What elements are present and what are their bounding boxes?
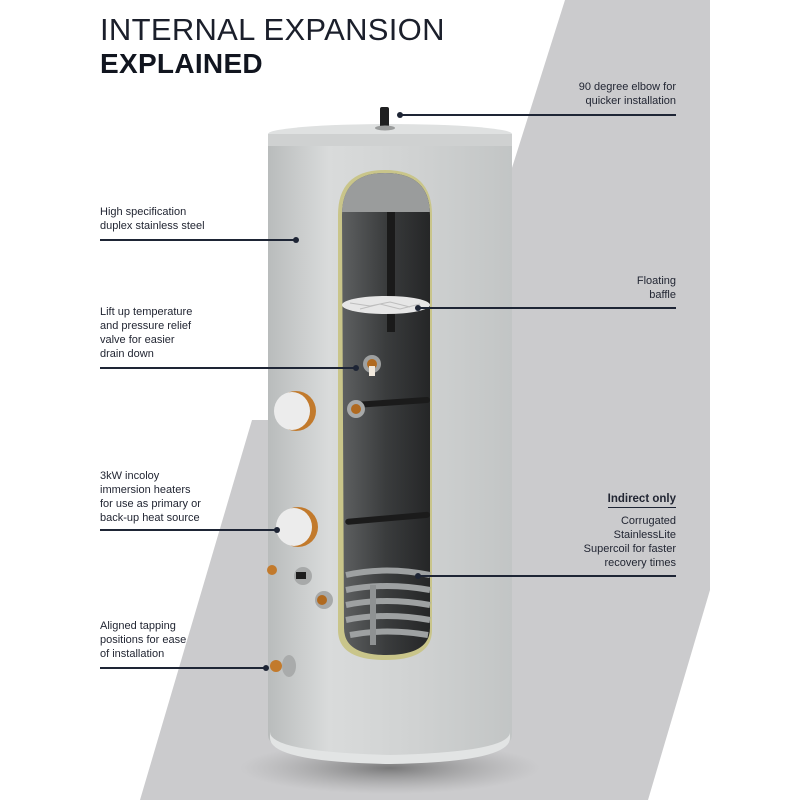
callout-text: 3kW incoloy xyxy=(100,470,160,482)
callout-text: of installation xyxy=(100,648,165,660)
leader-line-elbow xyxy=(400,114,676,116)
callout-text: 90 degree elbow for xyxy=(578,81,676,93)
callout-text: Supercoil for faster xyxy=(583,543,676,555)
leader-dot-supercoil xyxy=(415,573,421,579)
callout-text: positions for ease xyxy=(100,634,187,646)
callout-heading-indirect-only: Indirect only xyxy=(607,492,676,508)
callout-text: for use as primary or xyxy=(100,498,201,510)
callout-text: back-up heat source xyxy=(100,512,200,524)
leader-dot-baffle xyxy=(415,305,421,311)
callout-text: Floating xyxy=(636,275,676,287)
callout-text: High specification xyxy=(100,206,187,218)
callout-text: duplex stainless steel xyxy=(100,220,205,232)
leader-line-immersion xyxy=(100,529,277,531)
supercoil xyxy=(345,567,431,638)
leader-dot-steel xyxy=(293,237,299,243)
title-line-2: EXPLAINED xyxy=(100,48,263,79)
callout-supercoil: Indirect only Corrugated StainlessLite S… xyxy=(584,492,676,570)
callout-baffle: Floating baffle xyxy=(637,274,676,302)
callout-text: Corrugated xyxy=(620,515,676,527)
callout-text: and pressure relief xyxy=(100,320,192,332)
callout-tapping-positions: Aligned tapping positions for ease of in… xyxy=(100,619,186,661)
leader-dot-immersion xyxy=(274,527,280,533)
callout-text: baffle xyxy=(649,289,676,301)
callout-text: quicker installation xyxy=(585,95,677,107)
callout-text: recovery times xyxy=(604,557,676,569)
callout-text: drain down xyxy=(100,348,154,360)
leader-line-supercoil xyxy=(418,575,676,577)
leader-dot-relief-valve xyxy=(353,365,359,371)
callout-text: immersion heaters xyxy=(100,484,191,496)
callout-text: valve for easier xyxy=(100,334,175,346)
callout-text: StainlessLite xyxy=(613,529,676,541)
callout-elbow: 90 degree elbow for quicker installation xyxy=(579,80,676,108)
leader-line-steel xyxy=(100,239,296,241)
page-title: INTERNAL EXPANSION EXPLAINED xyxy=(100,14,445,78)
callout-text: Aligned tapping xyxy=(100,620,176,632)
leader-line-tapping xyxy=(100,667,266,669)
leader-dot-elbow xyxy=(397,112,403,118)
callout-immersion-heaters: 3kW incoloy immersion heaters for use as… xyxy=(100,469,201,525)
callout-relief-valve: Lift up temperature and pressure relief … xyxy=(100,305,192,361)
leader-line-relief-valve xyxy=(100,367,356,369)
leader-dot-tapping xyxy=(263,665,269,671)
leader-line-baffle xyxy=(418,307,676,309)
callout-text: Lift up temperature xyxy=(100,306,193,318)
title-line-1: INTERNAL EXPANSION xyxy=(100,12,445,47)
callout-steel: High specification duplex stainless stee… xyxy=(100,205,205,233)
